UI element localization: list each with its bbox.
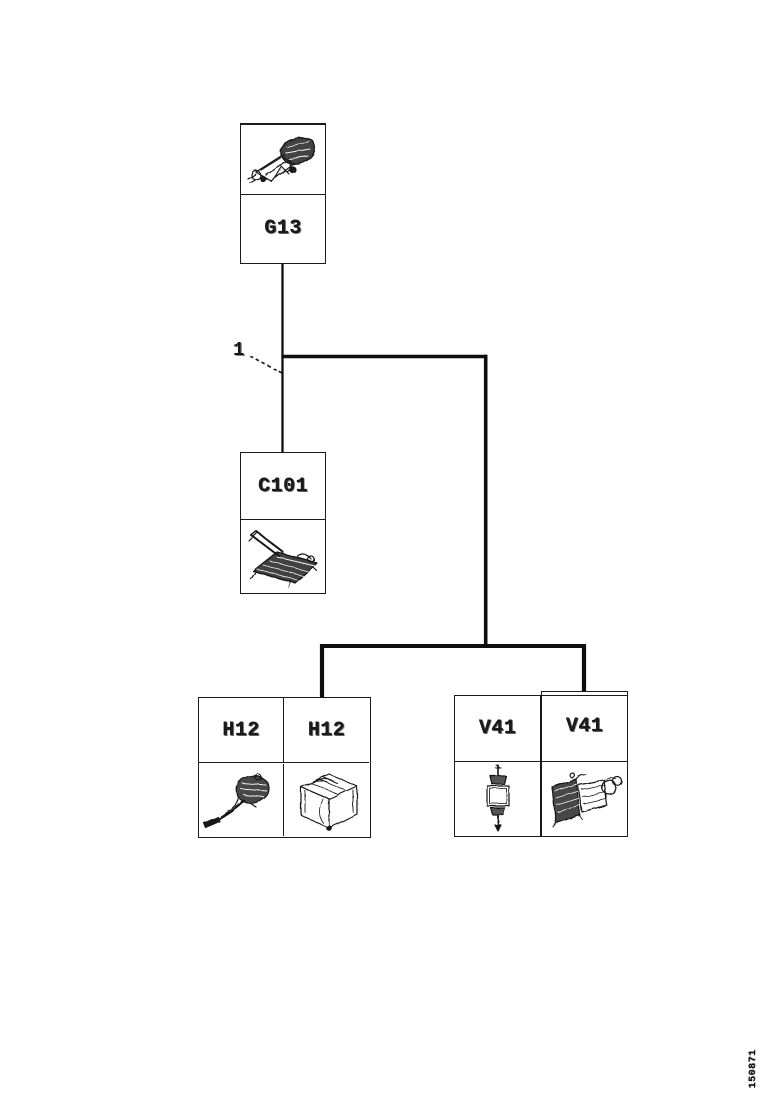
c101-image-cell bbox=[241, 520, 325, 590]
node-c101: C101 bbox=[240, 452, 326, 594]
callout-1: 1 bbox=[233, 339, 245, 361]
v41-right-image-cell bbox=[542, 762, 627, 833]
v41-left-image-cell bbox=[455, 762, 540, 833]
h12-left-label-cell: H12 bbox=[199, 698, 284, 763]
h12-right-image-cell bbox=[284, 764, 369, 836]
print-artifact-line bbox=[542, 695, 627, 696]
c101-label-cell: C101 bbox=[241, 453, 325, 520]
g13-label-cell: G13 bbox=[241, 195, 325, 261]
h12-left-label: H12 bbox=[222, 718, 260, 742]
group-h12: H12 H12 bbox=[198, 697, 371, 838]
h12-right-label-cell: H12 bbox=[284, 698, 369, 763]
g13-label: G13 bbox=[264, 216, 302, 240]
node-v41-left: V41 bbox=[454, 695, 541, 837]
v41-right-label-cell: V41 bbox=[542, 692, 627, 762]
node-g13: G13 bbox=[240, 123, 326, 264]
g13-image-cell bbox=[241, 125, 325, 195]
harness-connector-drawing bbox=[248, 530, 318, 588]
v41-right-label: V41 bbox=[565, 715, 604, 738]
horn-box-drawing bbox=[300, 773, 358, 831]
horn-with-lead-drawing bbox=[202, 773, 270, 829]
c101-label: C101 bbox=[257, 474, 308, 498]
inline-pump-drawing bbox=[486, 764, 510, 832]
h12-left-image-cell bbox=[199, 764, 284, 836]
v41-left-label-cell: V41 bbox=[455, 696, 540, 762]
node-v41-right: V41 bbox=[541, 691, 628, 837]
callout-leader-line bbox=[249, 355, 283, 374]
washer-pump-drawing bbox=[247, 137, 316, 184]
motor-assembly-drawing bbox=[551, 772, 623, 828]
figure-number: 150871 bbox=[748, 1049, 759, 1089]
v41-left-label: V41 bbox=[478, 717, 517, 740]
h12-right-label: H12 bbox=[307, 718, 346, 742]
